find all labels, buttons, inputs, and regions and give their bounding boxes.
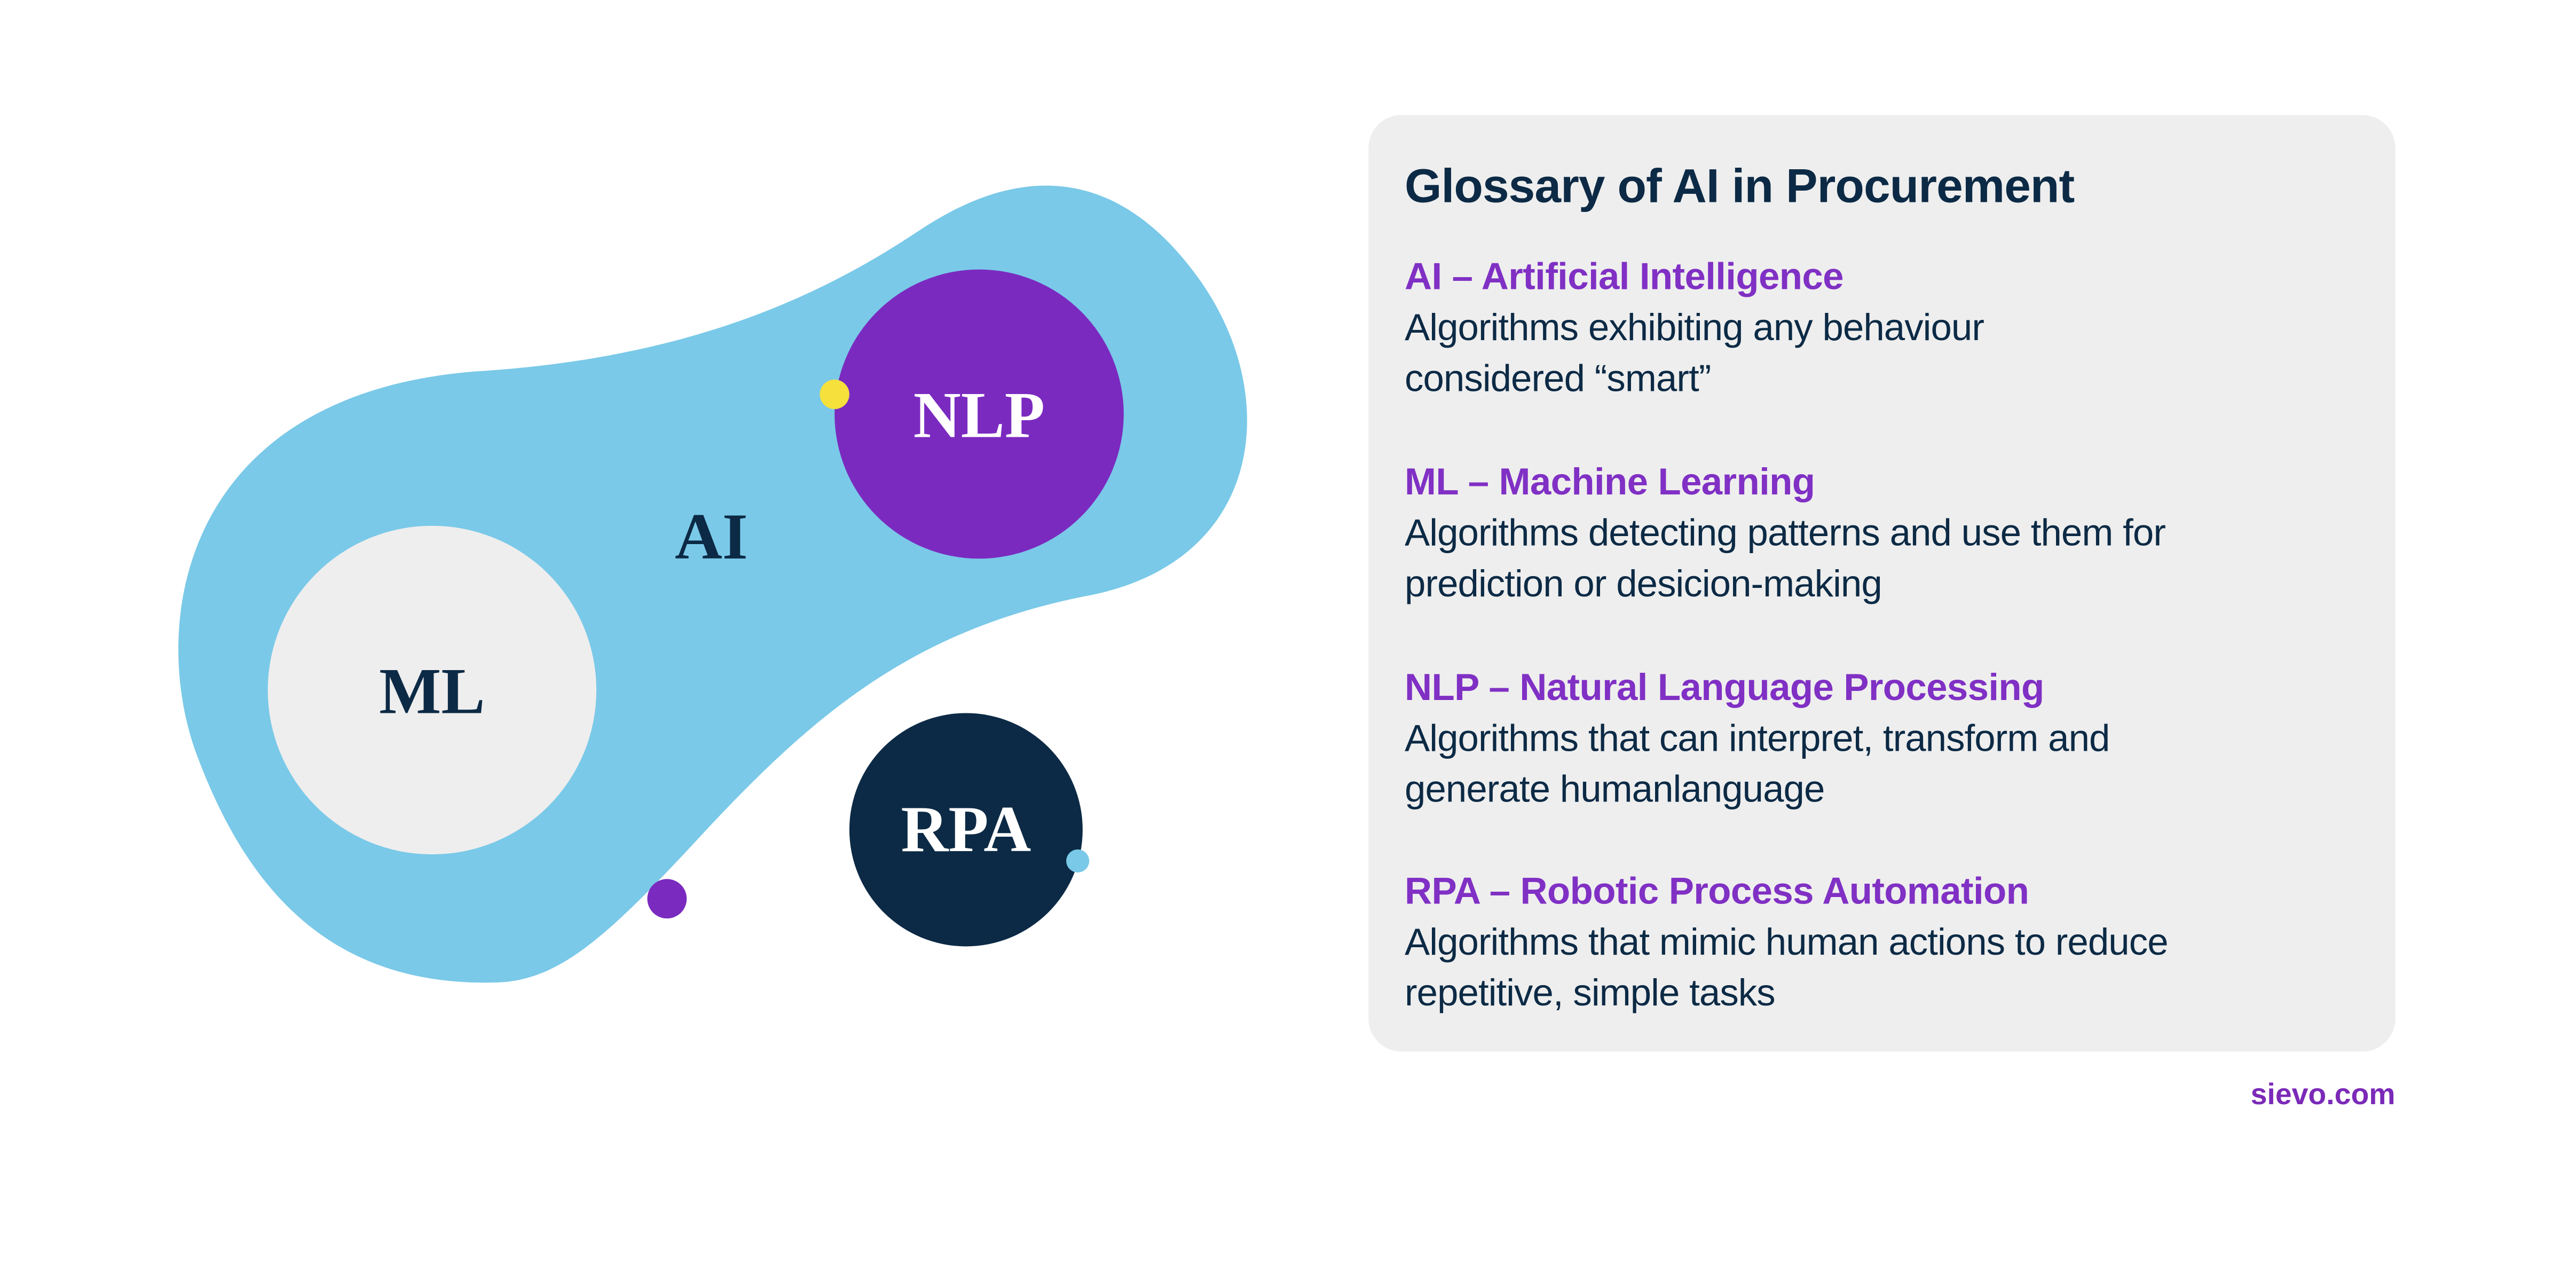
term-heading: AI – Artificial Intelligence: [1405, 254, 1844, 297]
term-heading: ML – Machine Learning: [1405, 460, 1815, 503]
rpa-label: RPA: [901, 792, 1031, 866]
yellow-dot: [820, 379, 849, 410]
glossary-entry-nlp: NLP – Natural Language Processing Algori…: [1405, 662, 2374, 815]
glossary-entry-ai: AI – Artificial Intelligence Algorithms …: [1405, 251, 2374, 404]
term-description: generate humanlanguage: [1405, 767, 1825, 811]
nlp-label: NLP: [913, 379, 1045, 452]
term-description: Algorithms exhibiting any behaviour: [1405, 305, 1984, 349]
ai-venn-diagram: AI ML NLP RPA: [178, 185, 1247, 983]
purple-dot: [647, 879, 687, 919]
term-description: prediction or desicion-making: [1405, 562, 1882, 605]
term-description: Algorithms detecting patterns and use th…: [1405, 511, 2166, 554]
glossary-card: Glossary of AI in Procurement AI – Artif…: [1368, 115, 2396, 1052]
site-link[interactable]: sievo.com: [2250, 1077, 2396, 1111]
term-heading: NLP – Natural Language Processing: [1405, 665, 2044, 709]
nlp-circle: [834, 269, 1124, 559]
term-description: Algorithms that mimic human actions to r…: [1405, 920, 2169, 963]
blue-dot: [1066, 849, 1090, 872]
glossary-entry-ml: ML – Machine Learning Algorithms detecti…: [1405, 457, 2374, 609]
glossary-title: Glossary of AI in Procurement: [1405, 161, 2075, 214]
rpa-circle: [849, 713, 1083, 947]
ml-label: ML: [379, 655, 485, 728]
ml-circle: [267, 525, 597, 855]
term-heading: RPA – Robotic Process Automation: [1405, 869, 2029, 912]
term-description: Algorithms that can interpret, transform…: [1405, 716, 2110, 759]
term-description: considered “smart”: [1405, 356, 1711, 399]
ai-label: AI: [675, 500, 748, 573]
glossary-entry-rpa: RPA – Robotic Process Automation Algorit…: [1405, 866, 2374, 1019]
term-description: repetitive, simple tasks: [1405, 971, 1776, 1014]
